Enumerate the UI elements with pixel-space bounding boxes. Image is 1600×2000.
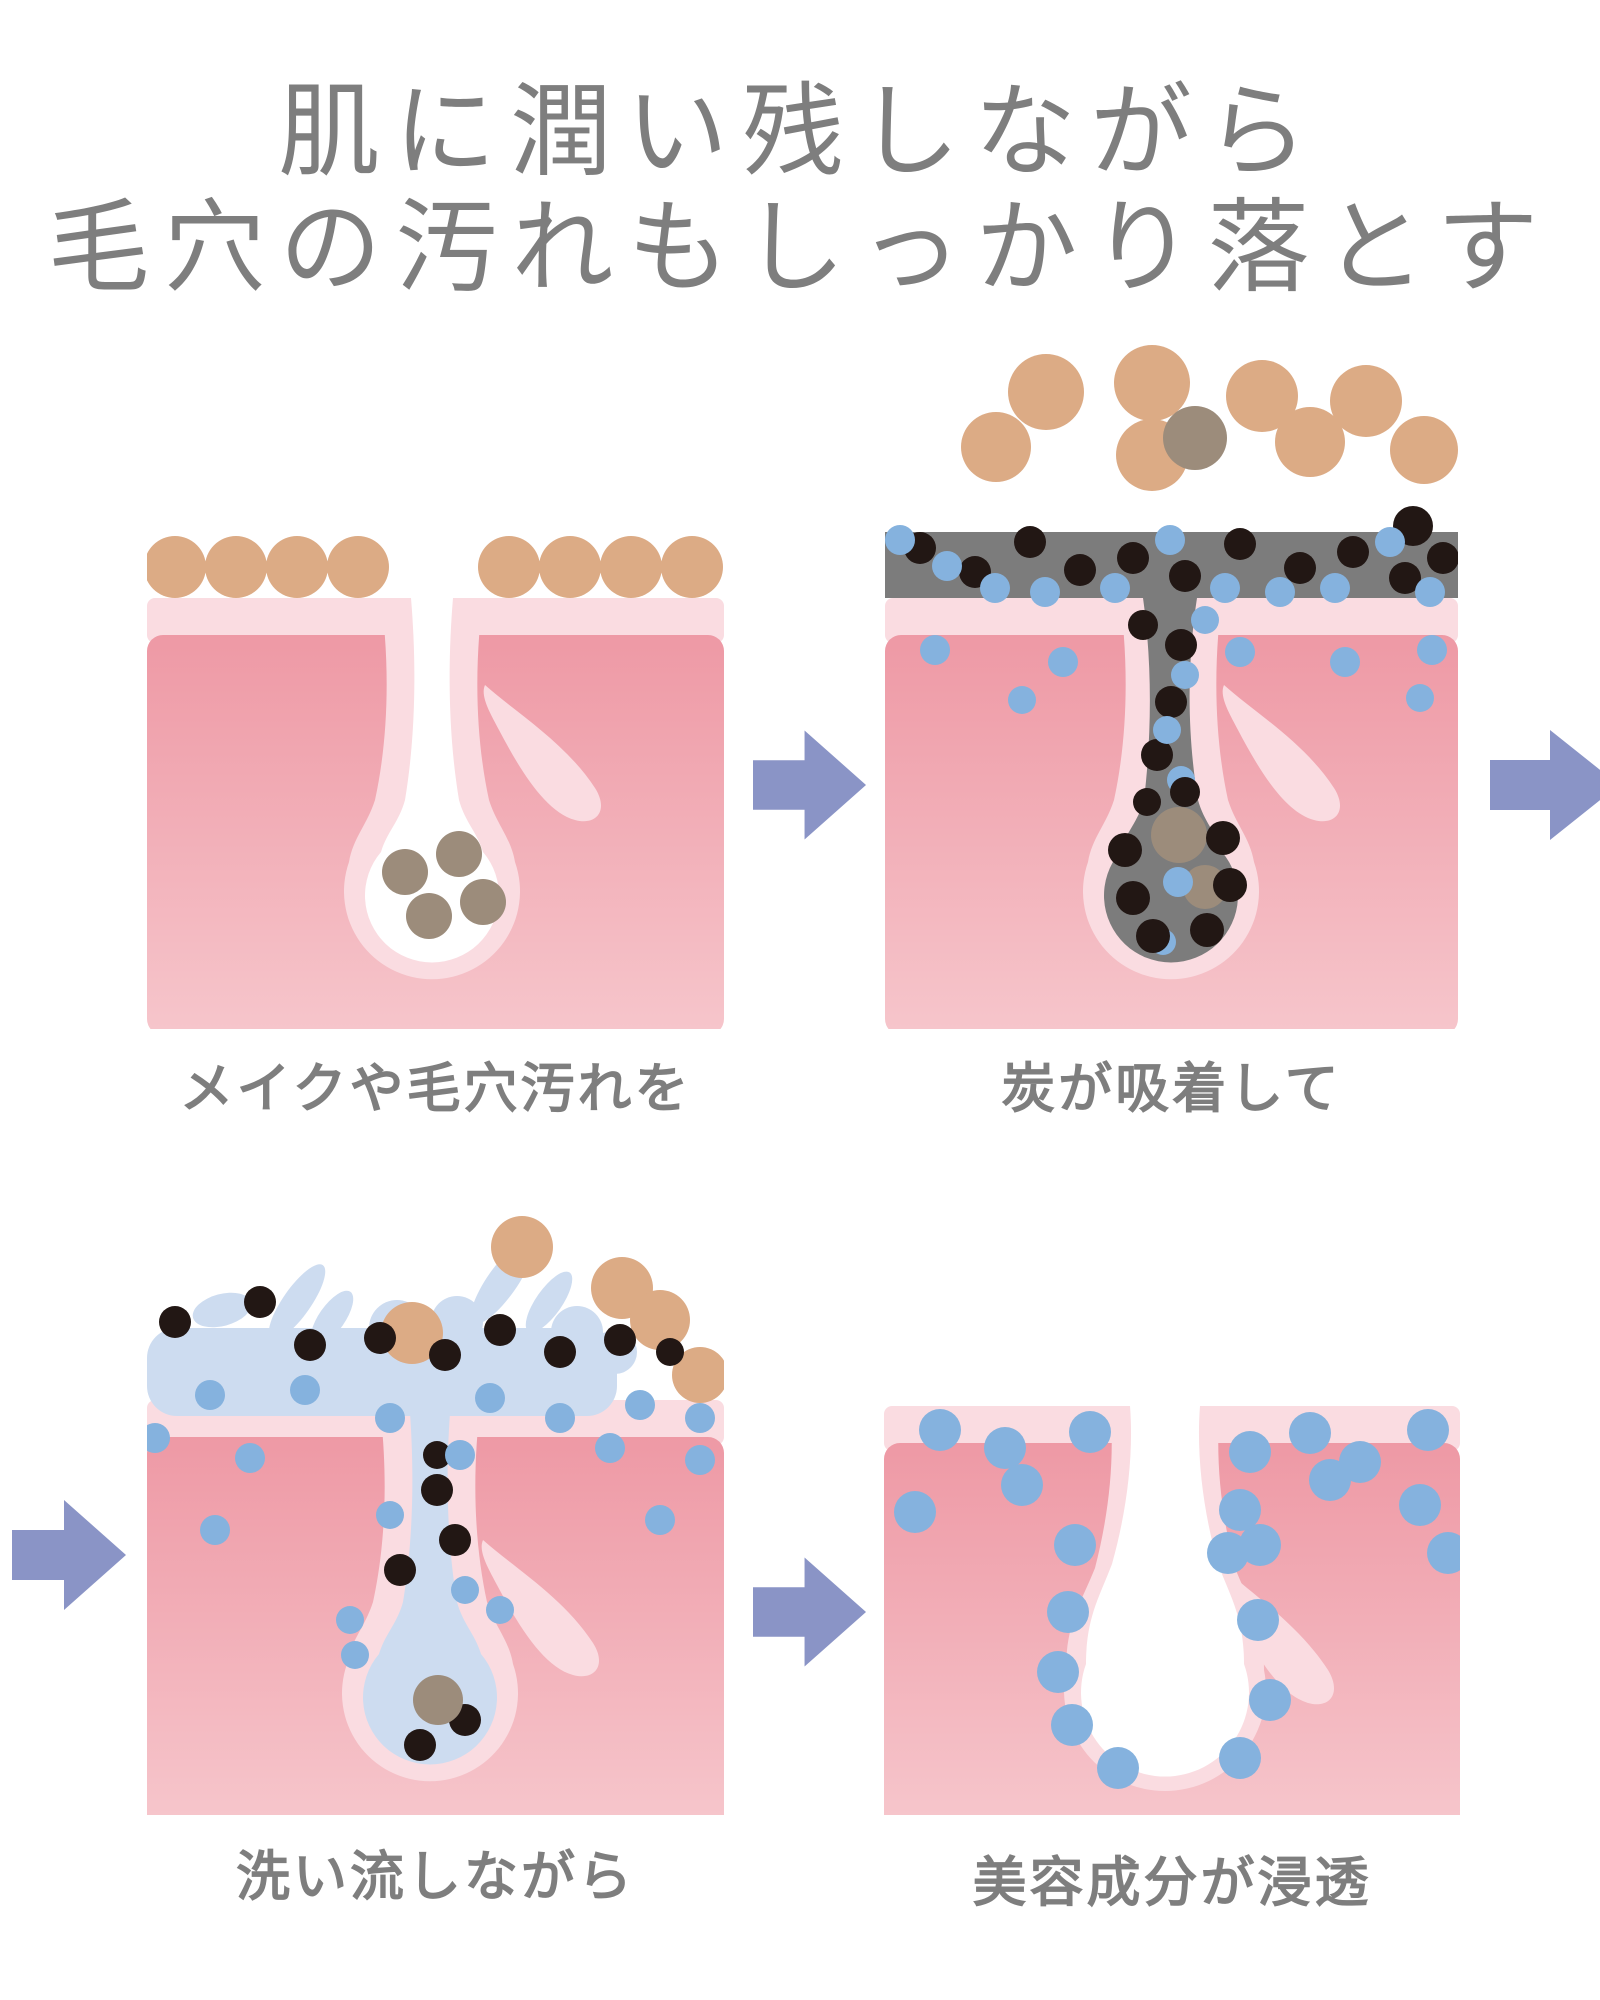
arrow-right-icon: [753, 1557, 867, 1667]
step-2-caption: 炭が吸着して: [1001, 1059, 1342, 1119]
arrow-right-icon: [1490, 730, 1600, 840]
page-title: 肌に潤い残しながら 毛穴の汚れもしっかり落とす: [0, 74, 1600, 307]
pore-dirt-particles: [382, 831, 506, 939]
foam-charcoal-particles: [159, 1286, 684, 1469]
step-4-caption: 美容成分が浸透: [972, 1853, 1372, 1913]
arrow-right-icon: [753, 730, 867, 840]
skin-diagram-step-1: [147, 536, 724, 1029]
skin-diagram-step-3: [147, 1216, 724, 1815]
moisture-dots: [147, 1375, 715, 1545]
makeup-particles-washing-off: [381, 1216, 724, 1403]
skin-diagram-step-4: [884, 1406, 1460, 1815]
pore-rinsing-particles: [336, 1474, 514, 1761]
step-1-caption: メイクや毛穴汚れを: [179, 1059, 692, 1119]
step-3-caption: 洗い流しながら: [236, 1847, 635, 1907]
title-line-1: 肌に潤い残しながら: [278, 75, 1322, 189]
absorbed-moisture-dots: [920, 635, 1447, 714]
sebaceous-gland: [481, 1540, 600, 1677]
sebaceous-gland: [483, 685, 602, 822]
makeup-particles-lifted: [961, 345, 1458, 491]
arrow-right-icon: [12, 1500, 126, 1610]
foam-in-pore: [363, 1400, 498, 1765]
title-line-2: 毛穴の汚れもしっかり落とす: [47, 191, 1553, 306]
beauty-ingredient-dots: [894, 1409, 1460, 1789]
pore-charcoal-particles: [1108, 629, 1247, 955]
sebaceous-gland: [1222, 685, 1341, 822]
makeup-particles: [147, 536, 723, 598]
charcoal-layer-particles: [885, 506, 1458, 640]
skin-diagram-step-2: [885, 345, 1458, 1029]
pore-canal-clean: [1081, 1406, 1249, 1777]
